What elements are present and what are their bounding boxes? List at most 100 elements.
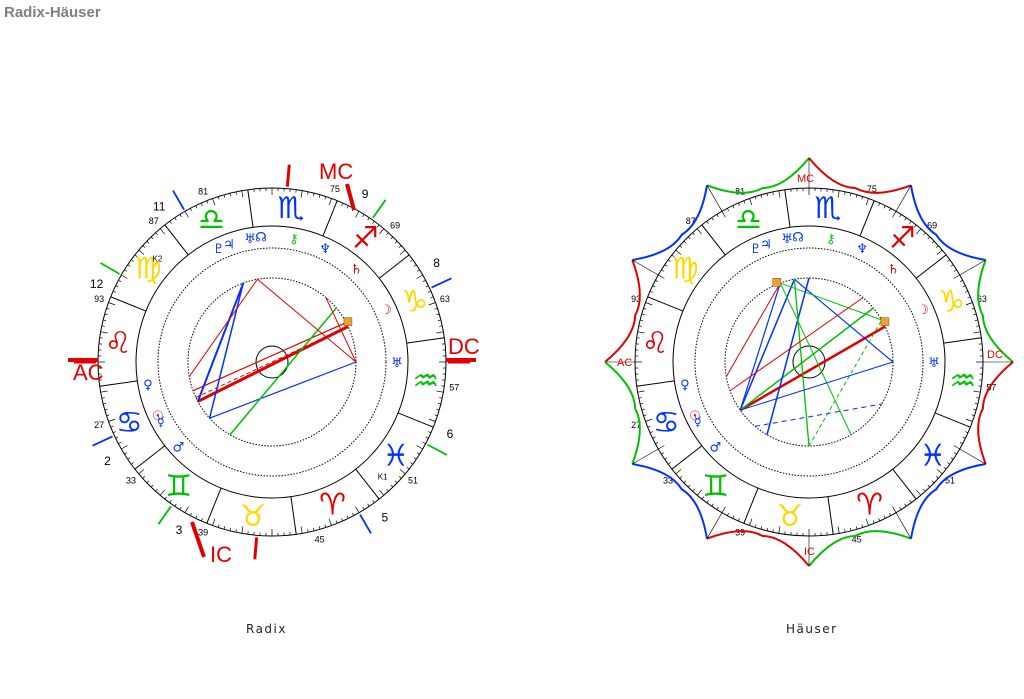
- degree-tick: [341, 518, 344, 522]
- aspect-line: [729, 297, 864, 392]
- house-cusp: [895, 185, 912, 212]
- degree-tick: [190, 512, 193, 516]
- sign-boundary: [701, 224, 726, 256]
- degree-tick: [436, 390, 444, 393]
- degree-tick: [914, 224, 917, 228]
- degree-tick: [749, 518, 753, 526]
- degree-tick: [223, 194, 226, 198]
- degree-tick: [904, 503, 907, 507]
- degree-tick: [865, 198, 869, 206]
- degree-tick: [772, 191, 774, 195]
- house-cusp: [632, 259, 659, 276]
- degree-label: 93: [94, 294, 104, 304]
- degree-label: 57: [449, 383, 459, 393]
- degree-tick: [428, 302, 436, 306]
- degree-tick: [950, 457, 954, 460]
- ic-label: IC: [804, 546, 815, 558]
- dc-label: DC: [448, 334, 480, 359]
- degree-tick: [235, 191, 237, 195]
- mc-label: MC: [797, 173, 814, 185]
- degree-label: 93: [631, 294, 641, 304]
- house-cusp: [253, 537, 259, 560]
- degree-tick: [346, 205, 349, 209]
- degree-tick: [640, 403, 644, 405]
- aspect-line: [808, 319, 883, 447]
- dc-label: DC: [987, 349, 1003, 361]
- zodiac-inner-ring: [672, 225, 946, 499]
- sign-boundary: [647, 296, 684, 312]
- degree-label: 87: [149, 216, 159, 226]
- degree-tick: [638, 397, 642, 399]
- degree-tick: [971, 414, 975, 417]
- degree-tick: [229, 527, 231, 531]
- degree-tick: [643, 414, 647, 417]
- degree-tick: [950, 264, 954, 267]
- degree-tick: [394, 240, 398, 244]
- sign-boundary: [943, 337, 982, 344]
- degree-tick: [372, 221, 375, 224]
- degree-tick: [390, 236, 394, 240]
- degree-tick: [386, 232, 389, 236]
- aspect-line: [793, 279, 810, 447]
- degree-tick: [749, 198, 753, 206]
- degree-tick: [973, 390, 981, 393]
- degree-tick: [118, 280, 122, 283]
- degree-tick: [134, 254, 138, 257]
- degree-tick: [965, 418, 973, 422]
- degree-tick: [679, 476, 683, 479]
- degree-tick: [155, 232, 158, 236]
- sign-boundary: [934, 412, 971, 428]
- degree-tick: [687, 484, 691, 488]
- degree-tick: [640, 319, 644, 321]
- degree-tick: [947, 462, 950, 465]
- aquarius-glyph: ♒: [949, 364, 976, 399]
- degree-tick: [973, 331, 981, 334]
- degree-tick: [422, 280, 426, 283]
- degree-tick: [904, 217, 907, 221]
- scorpio-glyph: ♏: [814, 191, 841, 226]
- degree-tick: [174, 503, 177, 507]
- degree-tick: [106, 307, 110, 310]
- house-cusp: [285, 164, 291, 187]
- uranus-glyph: ♅: [928, 356, 940, 371]
- degree-tick: [743, 200, 746, 204]
- degree-tick: [760, 194, 763, 198]
- house-outline-segment: [604, 361, 641, 465]
- degree-tick: [439, 397, 443, 399]
- degree-tick: [760, 526, 763, 530]
- degree-label: 75: [867, 184, 877, 194]
- degree-tick: [324, 524, 327, 528]
- degree-tick: [355, 506, 360, 513]
- degree-tick: [437, 319, 441, 321]
- degree-tick: [150, 236, 154, 240]
- house-cusp: [431, 277, 452, 289]
- degree-tick: [973, 408, 977, 411]
- degree-tick: [732, 515, 735, 519]
- aspect-line: [197, 325, 349, 403]
- degree-tick: [855, 194, 858, 198]
- degree-tick: [200, 518, 203, 522]
- degree-tick: [318, 194, 321, 198]
- degree-tick: [973, 313, 977, 316]
- degree-tick: [638, 325, 642, 327]
- aspect-line: [779, 282, 852, 435]
- degree-tick: [112, 431, 116, 434]
- degree-tick: [115, 285, 119, 288]
- degree-tick: [416, 274, 423, 279]
- degree-label: 33: [126, 475, 136, 485]
- degree-tick: [701, 496, 704, 500]
- house-outline-segment: [910, 463, 986, 539]
- house-outline-segment: [977, 259, 1014, 363]
- capricorn-glyph: ♑: [938, 284, 965, 319]
- degree-tick: [425, 436, 429, 439]
- planet-ring: [157, 247, 387, 477]
- degree-tick: [643, 307, 647, 310]
- house-number: 8: [433, 256, 440, 270]
- degree-label: 39: [735, 528, 745, 538]
- radix-caption: Radix: [246, 622, 287, 636]
- degree-tick: [108, 418, 116, 422]
- degree-tick: [206, 200, 209, 204]
- sign-boundary: [164, 224, 189, 256]
- degree-tick: [647, 425, 651, 428]
- degree-tick: [923, 232, 926, 236]
